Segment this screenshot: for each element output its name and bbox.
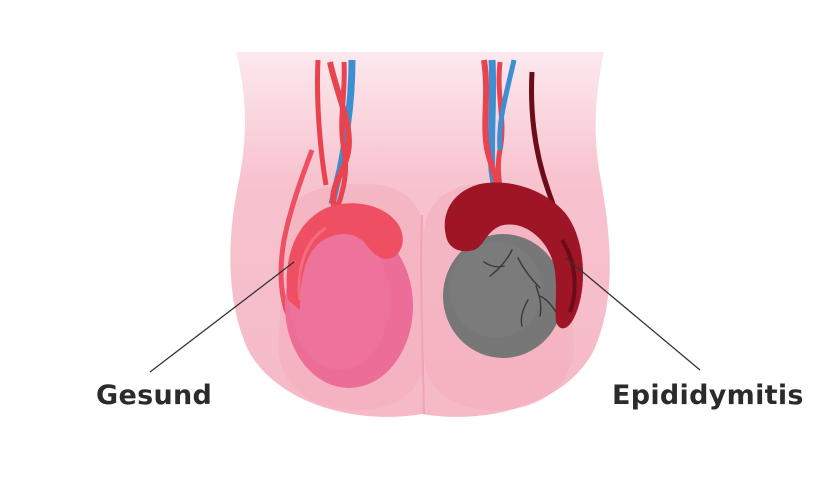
affected-testis [443,234,563,358]
leader-line-healthy [149,261,295,373]
healthy-epididymis [286,203,403,310]
label-epididymitis: Epididymitis [612,380,804,411]
inflamed-epididymis [444,182,584,329]
healthy-testis [285,224,413,388]
healthy-spermatic-cord [278,59,356,316]
label-healthy: Gesund [96,380,213,411]
leader-line-epididymitis [565,257,701,371]
